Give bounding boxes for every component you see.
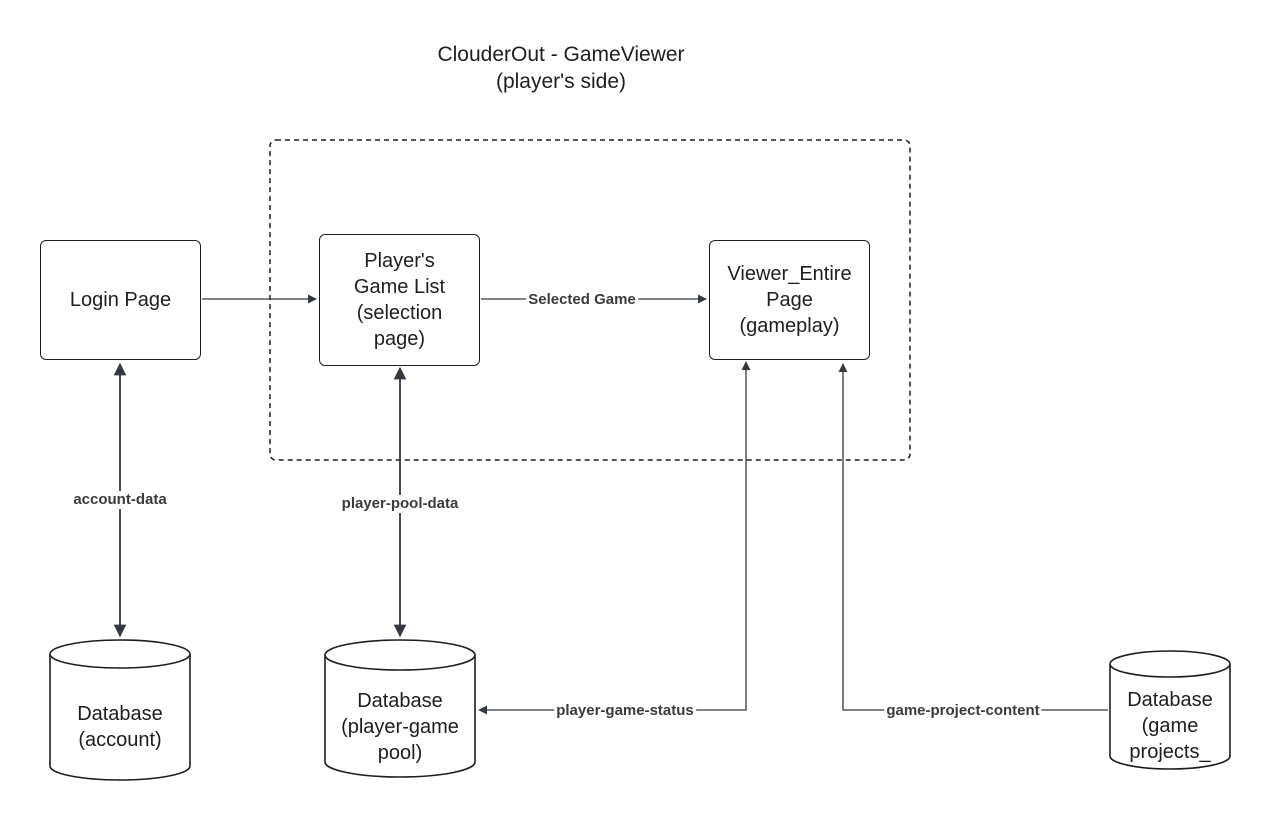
db-projects-line-2: (game [1141,715,1199,737]
edge-label-player-pool-data: player-pool-data [339,495,461,513]
game-list-line-3: (selection [356,302,443,324]
edge-label-player-game-status: player-game-status [554,702,696,720]
game-list-line-1: Player's [364,250,435,272]
viewer-line-3: (gameplay) [739,315,840,337]
database-player-game-pool-label: Database (player-game pool) [320,672,480,782]
game-list-line-4: page) [373,328,426,350]
database-game-projects-cylinder [1109,650,1231,770]
viewer-line-1: Viewer_Entire [727,263,852,285]
db-account-line-1: Database [77,703,163,725]
edge-label-account-data: account-data [71,491,169,509]
diagram-subtitle: (player's side) [495,70,627,93]
game-list-node: Player's Game List (selection page) [319,234,480,366]
login-page-node: Login Page [40,240,201,360]
edge-player-game-status [478,361,751,715]
diagram-title: ClouderOut - GameViewer [437,43,685,66]
db-projects-line-3: projects_ [1129,741,1211,763]
edge-label-selected-game: Selected Game [526,291,638,309]
login-page-label: Login Page [69,289,172,311]
database-player-game-pool-cylinder [324,639,476,778]
database-account-cylinder [49,639,191,781]
db-pool-line-1: Database [357,690,443,712]
viewer-line-2: Page [766,289,813,311]
game-list-line-2: Game List [353,276,446,298]
db-projects-line-1: Database [1127,689,1213,711]
db-account-line-2: (account) [78,729,162,751]
database-account-label: Database (account) [50,672,190,782]
edge-label-game-project-content: game-project-content [884,702,1042,720]
db-pool-line-2: (player-game [341,716,459,738]
database-game-projects-label: Database (game projects_ [1105,680,1235,772]
viewer-entire-page-node: Viewer_Entire Page (gameplay) [709,240,870,360]
db-pool-line-3: pool) [377,742,423,764]
edge-game-project-content [838,363,1108,711]
